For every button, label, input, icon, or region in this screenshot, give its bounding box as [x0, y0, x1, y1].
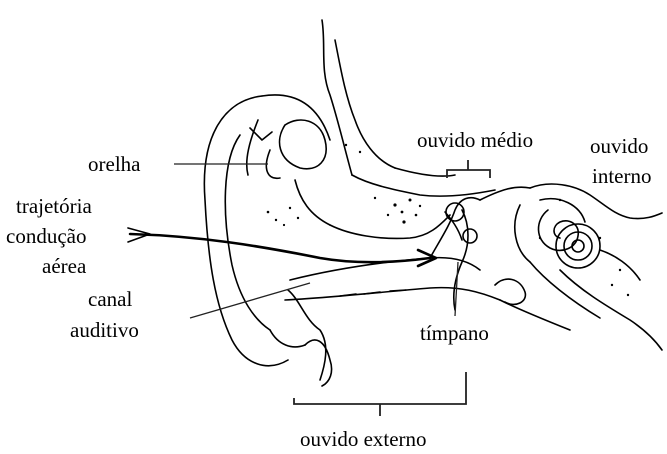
- label-ouvido-interno-1: ouvido: [590, 134, 648, 158]
- label-canal: canal: [88, 287, 132, 311]
- air-conduction-arrow: [128, 228, 436, 266]
- label-trajetoria-2: condução: [6, 224, 86, 248]
- label-ouvido-interno-2: interno: [592, 164, 651, 188]
- label-trajetoria-1: trajetória: [16, 194, 92, 218]
- label-orelha: orelha: [88, 152, 141, 176]
- label-ouvido-externo: ouvido externo: [300, 427, 427, 451]
- canal-leader: [190, 283, 310, 318]
- canal-drawing: [285, 187, 530, 310]
- inner-ear-drawing: [500, 184, 662, 350]
- label-trajetoria-3: aérea: [42, 254, 87, 278]
- label-ouvido-medio: ouvido médio: [417, 128, 533, 152]
- label-timpano: tímpano: [420, 321, 489, 345]
- label-auditivo: auditivo: [70, 318, 139, 342]
